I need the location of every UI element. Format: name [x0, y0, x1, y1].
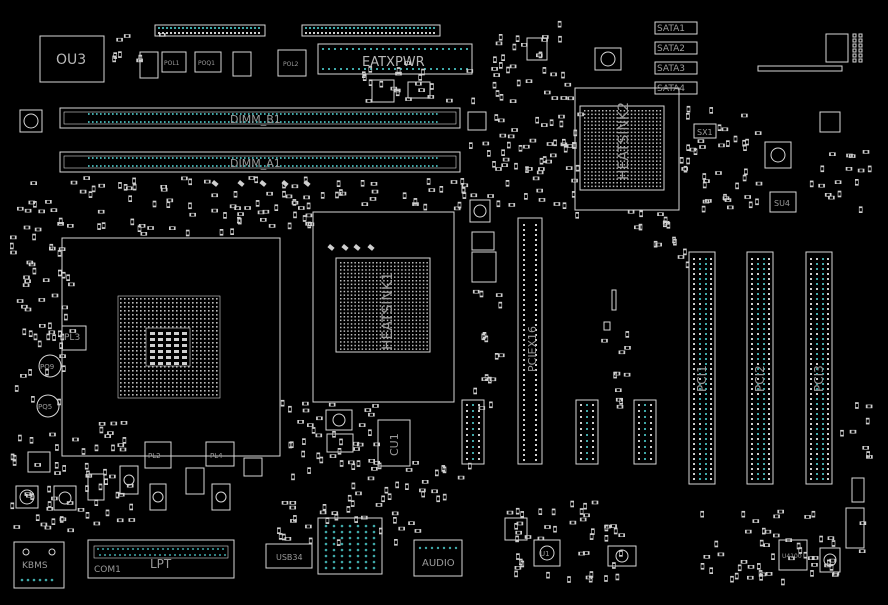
poq2-mosfet: [232, 51, 252, 77]
pci3-slot: PCI3: [805, 251, 833, 485]
mid-headers: [461, 289, 657, 465]
svg-text:CU1: CU1: [388, 433, 401, 456]
pci2-slot: PCI2: [746, 251, 774, 485]
svg-text:AUDIO: AUDIO: [422, 558, 455, 569]
svg-text:POL1: POL1: [164, 60, 180, 67]
dimm-b1-slot: DIMM_B1: [59, 107, 461, 129]
u1-chip: U1: [533, 539, 561, 567]
smd-components: [10, 20, 873, 586]
svg-text:USB34: USB34: [276, 553, 303, 562]
su4-chip: SU4: [769, 191, 797, 213]
pq9-mosfet: PQ9: [38, 354, 62, 378]
svg-text:POQ1: POQ1: [198, 60, 215, 67]
heatsink2-outline: HEATSINK2: [574, 87, 680, 211]
eatxpwr-connector: EATXPWR: [317, 43, 473, 75]
pci1-slot: PCI1: [688, 251, 716, 485]
svg-text:LPT: LPT: [150, 557, 172, 571]
poq16-part: [325, 409, 354, 453]
svg-text:OU3: OU3: [56, 52, 86, 68]
top-header-left: [154, 24, 266, 37]
top-header-right: [301, 24, 441, 37]
cpu-socket: [61, 237, 281, 457]
right-top-parts: [526, 33, 863, 169]
svg-text:SATA1: SATA1: [657, 24, 685, 34]
poq1-mosfet: POQ1: [194, 51, 222, 73]
usb34-connector: USB34: [265, 543, 313, 569]
svg-text:PL3: PL3: [64, 333, 80, 343]
pl3-inductor: PL3: [61, 325, 87, 351]
svg-text:PCI2: PCI2: [753, 365, 767, 392]
svg-text:KBMS: KBMS: [22, 561, 48, 571]
u4100-chip: U4100: [778, 539, 808, 571]
svg-text:SATA4: SATA4: [657, 84, 685, 94]
cu1-chip: CU1: [377, 419, 411, 467]
svg-text:PL2: PL2: [148, 452, 161, 460]
sx1-crystal: SX1: [693, 123, 717, 139]
ou3-chip: OU3: [39, 35, 105, 83]
svg-text:PQ5: PQ5: [38, 403, 52, 411]
svg-text:HEATSINK2: HEATSINK2: [616, 102, 632, 180]
svg-text:COM1: COM1: [94, 565, 121, 575]
bottom-left-caps: [87, 465, 231, 511]
svg-text:SATA2: SATA2: [657, 44, 685, 54]
svg-text:SX1: SX1: [697, 128, 713, 137]
svg-text:DIMM_B1: DIMM_B1: [230, 113, 281, 126]
svg-text:PCI3: PCI3: [812, 365, 826, 392]
bottom-right-parts: [15, 79, 865, 573]
usb-lan-connector: [317, 517, 383, 575]
svg-text:POL2: POL2: [283, 61, 299, 68]
svg-text:SATA3: SATA3: [657, 64, 685, 74]
svg-text:SU4: SU4: [774, 199, 790, 208]
sata-connectors: SATA1 SATA2 SATA3 SATA4: [654, 21, 698, 95]
svg-text:PL4: PL4: [210, 452, 223, 460]
svg-text:HEATSINK1: HEATSINK1: [380, 272, 396, 350]
pl2-inductor: PL2: [144, 441, 172, 469]
pl4-inductor: PL4: [205, 441, 235, 467]
pq22-part: [607, 545, 637, 567]
com1-lpt-connector: COM1 LPT: [87, 539, 235, 579]
kbms-connector: KBMS: [13, 541, 65, 589]
svg-text:PQ9: PQ9: [40, 363, 54, 371]
pol1-inductor: POL1: [161, 51, 187, 73]
dimm-a1-slot: DIMM_A1: [59, 151, 461, 173]
svg-text:DIMM_A1: DIMM_A1: [230, 157, 281, 170]
pciex16-slot: PCIEX16: [517, 217, 543, 465]
svg-text:EATXPWR: EATXPWR: [362, 55, 425, 70]
poq3-mosfet: [139, 51, 159, 79]
svg-text:PCIEX16: PCIEX16: [526, 326, 539, 372]
audio-connector: AUDIO: [413, 539, 463, 577]
pq5-mosfet: PQ5: [36, 394, 60, 418]
heatsink1-outline: HEATSINK1: [312, 211, 455, 403]
svg-text:PCI1: PCI1: [695, 365, 709, 392]
svg-text:U1: U1: [540, 550, 550, 558]
pol2-inductor: POL2: [277, 49, 307, 77]
